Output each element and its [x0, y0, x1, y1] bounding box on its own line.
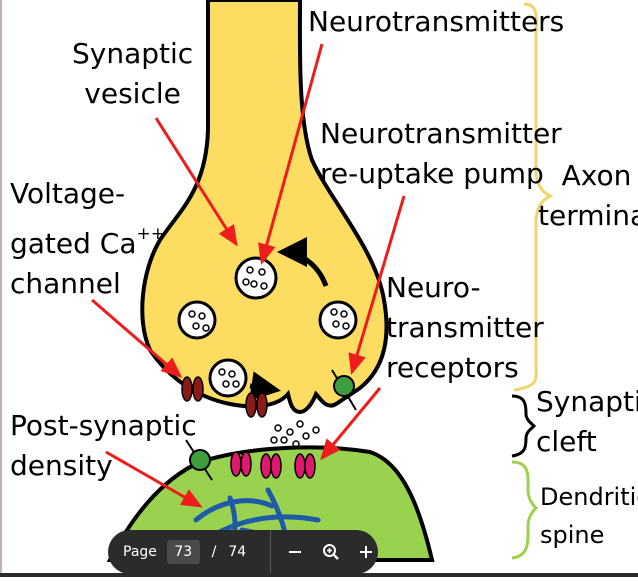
label-reuptake-line2: re-uptake pump	[320, 157, 544, 190]
label-spine-line1: Dendritic	[540, 483, 638, 511]
label-axon-line1: Axon	[561, 159, 632, 192]
synaptic-cleft-brace	[511, 394, 537, 458]
page-label: Page	[123, 544, 157, 560]
label-receptors-line2: transmitter	[386, 311, 544, 344]
zoom-fit-button[interactable]	[319, 539, 343, 565]
zoom-out-button[interactable]	[283, 539, 307, 565]
release-arrow	[249, 371, 281, 402]
label-voltage-line2: gated Ca	[10, 227, 137, 260]
label-synaptic-cleft: Synaptic cleft	[536, 382, 638, 462]
zoom-in-button[interactable]	[354, 539, 378, 565]
vesicle-contents	[188, 266, 350, 388]
dendritic-spine-brace	[511, 460, 539, 560]
minus-icon	[288, 551, 301, 553]
label-arrows	[91, 43, 406, 508]
total-pages: 74	[228, 544, 247, 560]
label-synaptic-vesicle-line2: vesicle	[84, 77, 181, 110]
label-voltage-superscript: ++	[136, 224, 166, 244]
label-axon-terminal: Axon terminal	[538, 156, 638, 236]
label-synaptic-vesicle: Synaptic vesicle	[72, 34, 193, 114]
cleft-neurotransmitters	[270, 420, 320, 448]
page-separator: /	[211, 544, 217, 560]
toolbar-divider	[270, 530, 272, 574]
label-psd-line1: Post-synaptic	[10, 409, 197, 442]
label-reuptake-line1: Neurotransmitter	[320, 117, 562, 150]
label-voltage-line3: channel	[10, 267, 121, 300]
zoom-icon	[322, 544, 339, 560]
pdf-toolbar: Page 73 / 74	[108, 530, 378, 574]
label-neurotransmitters-text: Neurotransmitters	[308, 5, 565, 38]
reuptake-pump	[331, 369, 357, 411]
postsynaptic-pump	[185, 439, 213, 481]
label-psd-line2: density	[10, 449, 113, 482]
label-post-synaptic-density: Post-synaptic density	[10, 406, 197, 486]
label-reuptake-pump: Neurotransmitter re-uptake pump	[320, 114, 562, 194]
label-neurotransmitters: Neurotransmitters	[308, 2, 564, 42]
label-dendritic-spine: Dendritic spine	[540, 478, 638, 554]
axon-terminal-brace	[513, 2, 554, 392]
receptors	[230, 451, 316, 479]
label-voltage-line1: Voltage-	[10, 177, 126, 210]
ca-channels	[181, 376, 268, 418]
label-synaptic-vesicle-line1: Synaptic	[72, 37, 194, 70]
label-voltage-gated-channel: Voltage- gated Ca++ channel	[10, 174, 165, 304]
label-cleft-line2: cleft	[536, 425, 597, 458]
left-edge-strip	[0, 0, 2, 577]
current-page-input[interactable]: 73	[166, 540, 200, 564]
label-cleft-line1: Synaptic	[536, 385, 638, 418]
recycle-arrow	[277, 237, 329, 287]
label-spine-line2: spine	[540, 521, 605, 549]
label-receptors-line1: Neuro-	[386, 271, 481, 304]
bottom-bar	[0, 573, 638, 577]
label-axon-line2: terminal	[538, 199, 638, 232]
label-receptors-line3: receptors	[386, 351, 519, 384]
label-receptors: Neuro- transmitter receptors	[386, 268, 544, 388]
plus-icon	[360, 546, 373, 558]
